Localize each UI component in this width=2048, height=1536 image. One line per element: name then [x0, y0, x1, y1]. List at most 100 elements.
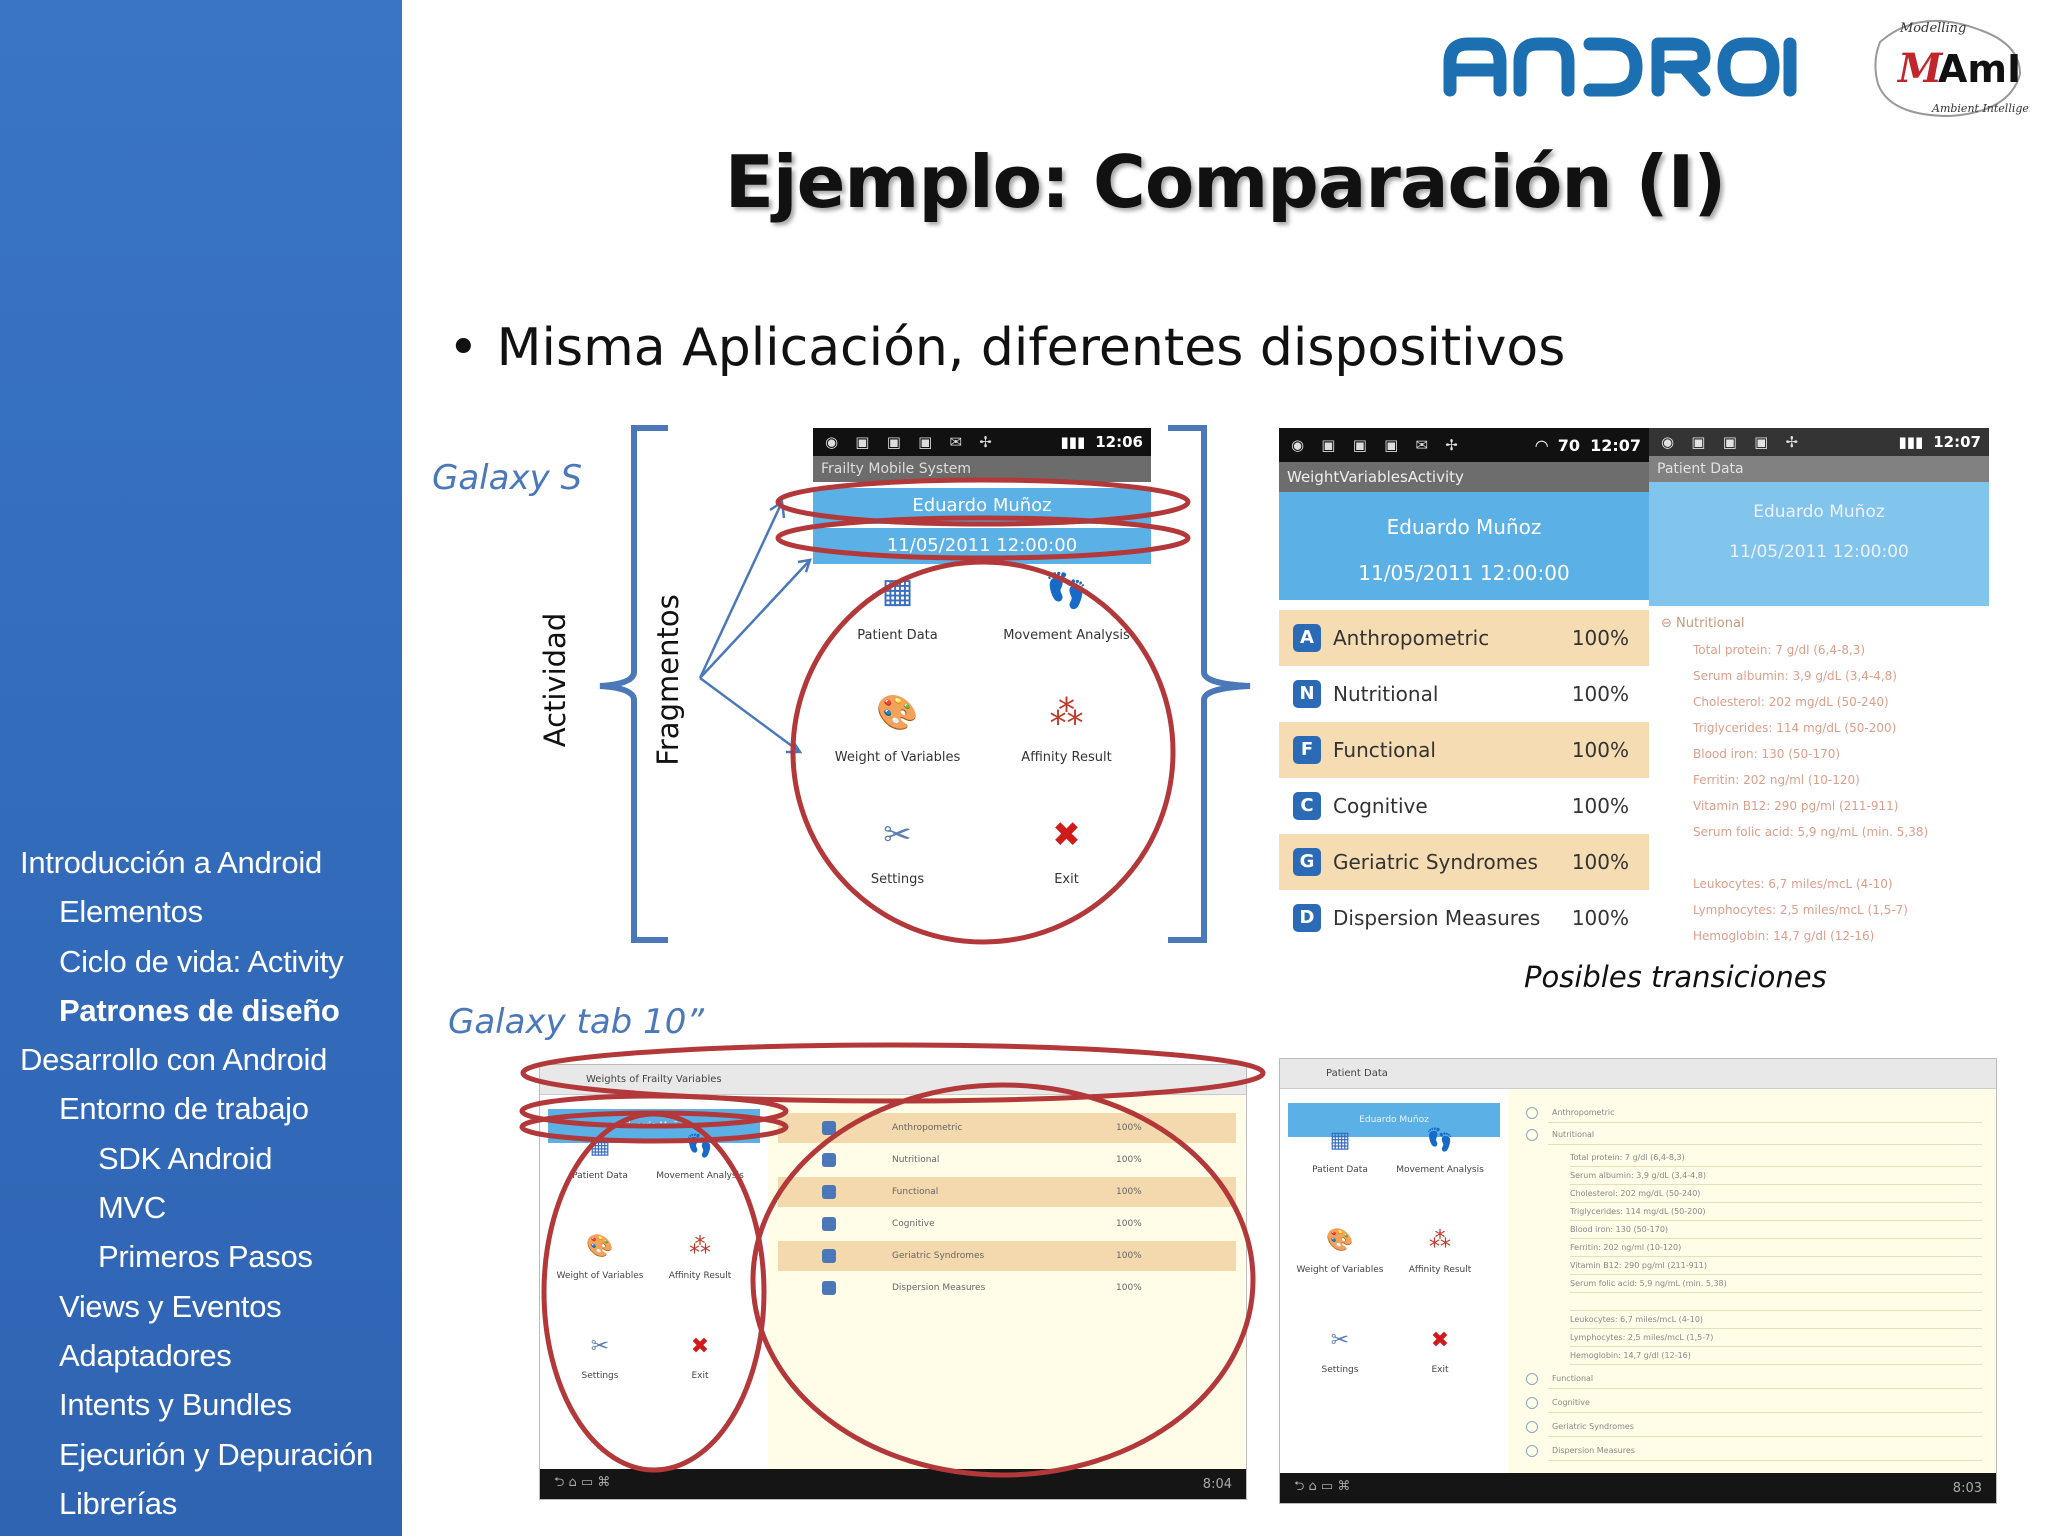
- system-nav-bar: ⮌ ⌂ ▭ ⌘ 8:03: [1280, 1473, 1996, 1503]
- patient-group[interactable]: Dispersion Measures: [1526, 1441, 1982, 1461]
- menu-item-label: Weight of Variables: [1296, 1265, 1384, 1275]
- category-badge-icon: [822, 1121, 836, 1135]
- sidebar-item[interactable]: Entorno de trabajo: [59, 1091, 309, 1127]
- sidebar-item[interactable]: Introducción a Android: [20, 845, 322, 880]
- patient-group[interactable]: Anthropometric: [1526, 1103, 1982, 1123]
- patient-data-icon: ▦: [589, 1133, 611, 1159]
- nav-buttons[interactable]: ⮌ ⌂ ▭ ⌘: [554, 1475, 611, 1490]
- nav-buttons[interactable]: ⮌ ⌂ ▭ ⌘: [1294, 1479, 1351, 1494]
- bullet-point: •Misma Aplicación, diferentes dispositiv…: [448, 318, 1566, 378]
- menu-item[interactable]: ▦Patient Data: [813, 568, 982, 643]
- tools-icon: ✂: [590, 1333, 610, 1359]
- lab-value: Total protein: 7 g/dl (6,4-8,3): [1693, 643, 1866, 657]
- menu-item-label: Exit: [691, 1371, 709, 1381]
- sidebar-item[interactable]: Ejecurión y Depuración: [59, 1436, 373, 1472]
- menu-item[interactable]: 🎨Weight of Variables: [813, 690, 982, 765]
- sidebar-item[interactable]: Views y Eventos: [59, 1288, 282, 1324]
- menu-item[interactable]: ✂ Settings: [550, 1331, 650, 1382]
- lab-value: Vitamin B12: 290 pg/ml (211-911): [1570, 1257, 1982, 1275]
- patient-group[interactable]: Cognitive: [1526, 1393, 1982, 1413]
- menu-item[interactable]: 👣Movement Analysis: [1390, 1125, 1490, 1176]
- expand-icon: [1526, 1444, 1538, 1457]
- menu-item[interactable]: ▦Patient Data: [550, 1131, 650, 1182]
- expand-icon: [1526, 1128, 1538, 1141]
- lab-value: Triglycerides: 114 mg/dL (50-200): [1693, 721, 1897, 735]
- menu-fragment: Eduardo Muñoz ▦Patient Data👣Movement Ana…: [1280, 1089, 1508, 1473]
- tools-icon: ✂: [1330, 1327, 1350, 1353]
- category-badge-icon: [822, 1217, 836, 1231]
- svg-text:AmI: AmI: [1938, 47, 2021, 91]
- menu-item[interactable]: ⁂Affinity Result: [982, 690, 1151, 765]
- expand-icon: [1526, 1372, 1538, 1385]
- exit-x-icon: ✖: [1052, 815, 1081, 855]
- patient-group[interactable]: Nutritional: [1526, 1125, 1982, 1145]
- menu-item-label: Affinity Result: [1408, 1265, 1472, 1275]
- menu-item[interactable]: 🎨Weight of Variables: [1290, 1225, 1390, 1276]
- menu-item[interactable]: 👣Movement Analysis: [982, 568, 1151, 643]
- sidebar-item[interactable]: Primeros Pasos: [98, 1239, 313, 1275]
- menu-item[interactable]: ✖Exit: [982, 812, 1151, 887]
- sidebar-item[interactable]: SDK Android: [98, 1140, 273, 1176]
- menu-item[interactable]: ✖Exit: [1390, 1325, 1490, 1376]
- menu-item[interactable]: 🎨Weight of Variables: [550, 1231, 650, 1282]
- sidebar-item[interactable]: Elementos: [59, 894, 203, 930]
- category-value: 100%: [1116, 1283, 1142, 1293]
- lab-value: [1570, 1293, 1982, 1311]
- galaxy-s-menu-screen: ◉ ▣ ▣ ▣ ✉ ✢ ▮▮▮ 12:06 Frailty Mobile Sys…: [813, 428, 1151, 948]
- sidebar-item[interactable]: Ciclo de vida: Activity: [59, 943, 344, 979]
- category-badge-icon: N: [1293, 680, 1321, 708]
- sidebar-item[interactable]: Librerías: [59, 1485, 177, 1521]
- app-title-bar: Weights of Frailty Variables: [540, 1065, 1246, 1095]
- patient-header: Eduardo Muñoz 11/05/2011 12:00:00: [1279, 492, 1649, 600]
- sidebar-item[interactable]: Intents y Bundles: [59, 1387, 292, 1423]
- patient-name: Eduardo Muñoz: [813, 488, 1151, 524]
- sidebar-item[interactable]: MVC: [98, 1190, 166, 1226]
- menu-item[interactable]: ▦Patient Data: [1290, 1125, 1390, 1176]
- status-bar: ◉ ▣ ▣ ▣ ✉ ✢ ◠ 70 12:07: [1279, 428, 1649, 462]
- menu-item-label: Weight of Variables: [556, 1271, 644, 1281]
- category-name: Functional: [892, 1187, 939, 1197]
- menu-item[interactable]: ✂Settings: [1290, 1325, 1390, 1376]
- sidebar-item[interactable]: Adaptadores: [59, 1337, 232, 1373]
- group-bracket: [1168, 425, 1251, 943]
- menu-item[interactable]: ⁂ Affinity Result: [1390, 1225, 1490, 1276]
- status-time: 12:07: [1933, 433, 1981, 451]
- lab-value: Ferritin: 202 ng/ml (10-120): [1570, 1239, 1982, 1257]
- group-name: Nutritional: [1552, 1130, 1595, 1139]
- patient-group[interactable]: Geriatric Syndromes: [1526, 1417, 1982, 1437]
- menu-item[interactable]: ✖ Exit: [650, 1331, 750, 1382]
- category-badge-icon: C: [1293, 792, 1321, 820]
- menu-item[interactable]: ✂Settings: [813, 812, 982, 887]
- menu-item[interactable]: 👣Movement Analysis: [650, 1131, 750, 1182]
- lab-value: Blood iron: 130 (50-170): [1570, 1221, 1982, 1239]
- molecule-icon: ⁂: [1429, 1227, 1451, 1253]
- patient-group[interactable]: Functional: [1526, 1369, 1982, 1389]
- sidebar-item[interactable]: Desarrollo con Android: [20, 1042, 328, 1078]
- group-name: Anthropometric: [1552, 1108, 1615, 1117]
- sidebar-item[interactable]: Patrones de diseño: [59, 992, 340, 1028]
- exit-x-icon: ✖: [690, 1333, 710, 1359]
- tools-icon: ✂: [883, 815, 912, 855]
- menu-item[interactable]: ⁂Affinity Result: [650, 1231, 750, 1282]
- menu-item-label: Settings: [581, 1371, 619, 1381]
- group-name: Cognitive: [1552, 1398, 1590, 1407]
- lab-value: Leukocytes: 6,7 miles/mcL (4-10): [1693, 877, 1893, 891]
- menu-item-label: Movement Analysis: [1003, 628, 1130, 643]
- lab-value: Hemoglobin: 14,7 g/dl (12-16): [1693, 929, 1875, 943]
- lab-value: Lymphocytes: 2,5 miles/mcL (1,5-7): [1570, 1329, 1982, 1347]
- patient-date: 11/05/2011 12:00:00: [1358, 561, 1570, 585]
- section-header[interactable]: ⊖ Nutritional: [1661, 616, 1745, 631]
